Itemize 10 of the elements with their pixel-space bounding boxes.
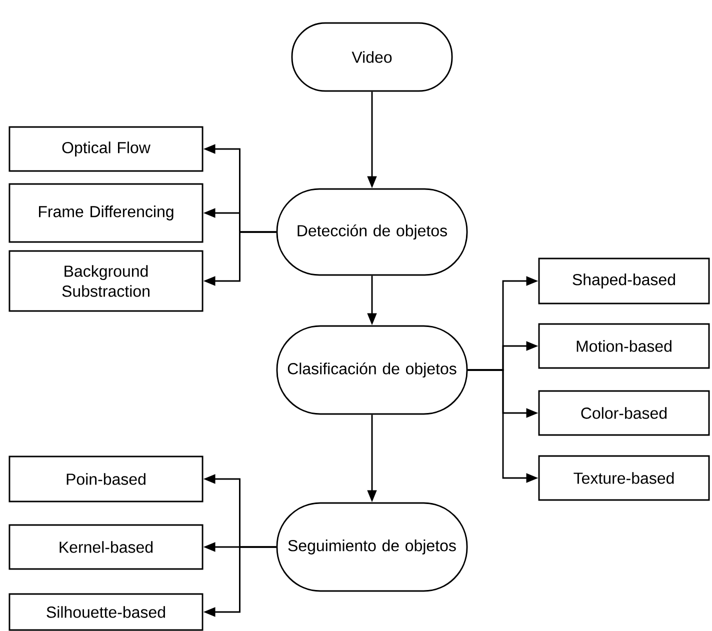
process-box: Kernel-based	[8, 524, 204, 570]
process-box: Color-based	[538, 390, 710, 436]
process-box: Optical Flow	[8, 126, 204, 172]
process-box: Motion-based	[538, 323, 710, 369]
process-box: Texture-based	[538, 455, 710, 501]
process-box: Shaped-based	[538, 258, 710, 304]
process-box: Silhouette-based	[8, 593, 204, 631]
process-box: Poin-based	[8, 456, 204, 502]
process-box: Frame Differencing	[8, 183, 204, 243]
process-box: Background Substraction	[8, 250, 204, 312]
